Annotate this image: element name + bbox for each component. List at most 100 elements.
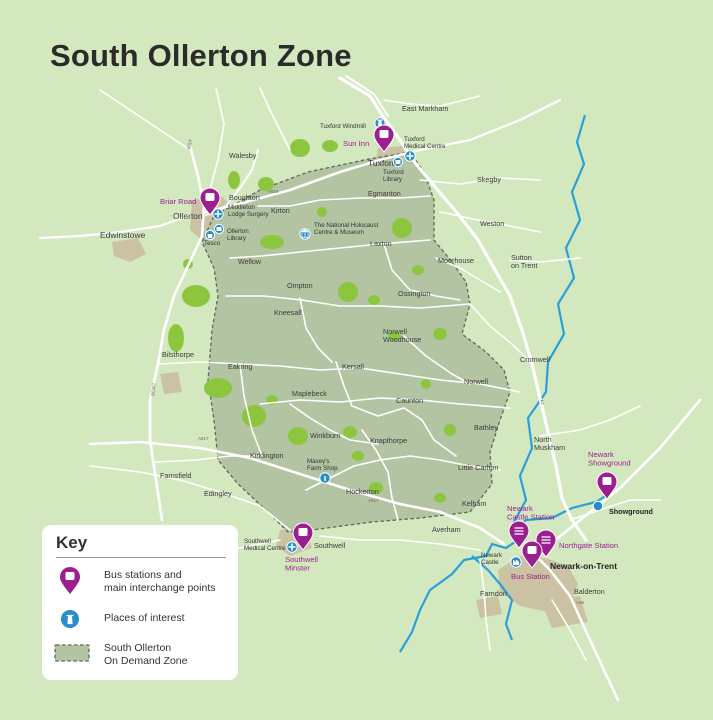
road-weston [439,211,541,233]
road-north-mid [259,87,291,151]
road-farnsfield [89,465,291,531]
town-edwinstowe [112,238,146,262]
place-label: Farndon [480,589,507,598]
place-label: Cromwell [520,355,550,364]
place-label: Laxton [370,239,392,248]
place-label: Eakring [228,362,252,371]
place-label: East Markham [402,104,448,113]
medical-cross-icon [406,152,414,160]
place-label: Walesby [229,151,257,160]
key-title: Key [56,533,88,552]
place-label: Ollerton [173,211,203,221]
bus-icon [379,130,389,138]
place-label: Newark-on-Trent [550,561,617,571]
place-label: Moorhouse [438,256,474,265]
place-label: Egmanton [368,189,401,198]
place-label: Weston [480,219,504,228]
stop-sun-inn[interactable]: Sun Inn [343,124,395,153]
place-label: Maplebeck [292,389,327,398]
road-sutton [509,257,581,263]
place-label: Knapthorpe [370,436,407,445]
bus-icon [602,477,612,485]
road-winkburn [289,403,379,445]
road-a1 [338,76,588,542]
road-label: B6387 [150,382,157,396]
stop-label: Sun Inn [343,139,369,148]
zone-swatch-icon [54,644,90,662]
place-label: Southwell [314,541,346,550]
place-label: Caunton [396,396,423,405]
road-farndon [479,559,491,651]
woodland-areas [168,139,456,503]
poi-tesco[interactable]: Tesco [204,229,221,247]
place-label: Edwinstowe [100,230,146,240]
road-laxton [229,239,431,259]
rail-icon [541,536,551,544]
rail-icon [514,527,524,535]
road-label: A617 [368,498,379,503]
bus-icon [205,193,215,201]
tower-icon [61,610,79,628]
book-icon [395,160,401,164]
road-moorhouse [435,257,501,293]
road-north-muskham [539,405,641,437]
road-label: A616 [268,189,279,194]
road-maplebeck [239,363,263,457]
place-label: Bathley [474,423,498,432]
town-newark [498,556,578,612]
shopping-bag-icon [207,234,213,238]
place-label: Kirton [271,206,290,215]
road-label: A614 [186,138,193,150]
place-label: Balderton [574,587,605,596]
place-label: Edingley [204,489,232,498]
road-eakring [157,361,521,393]
river-devon [471,555,514,641]
road-norwell [403,335,471,385]
place-label: Ossington [398,289,430,298]
road-showground [569,499,661,521]
road-balderton [551,599,587,661]
bus-icon [298,528,308,536]
stop-briar-road[interactable]: Briar Road [160,187,221,216]
place-labels: East Markham Walesby Tuxford Skegby Egma… [100,104,653,598]
place-label: Showground [609,507,653,516]
medical-cross-icon [288,543,296,551]
place-label: Kelham [462,499,486,508]
road-network [38,75,702,702]
road-kirklington [155,455,263,463]
road-kersall [335,361,457,457]
stop-newark-bus-station[interactable]: Bus Station [511,540,550,581]
place-label: Kersall [342,362,364,371]
road-label: A46 [576,600,585,605]
place-label: Hockerton [346,487,379,496]
stop-label: Briar Road [160,197,196,206]
road-label: A1 [539,399,546,406]
road-laxton-ossington [383,243,461,301]
key-label-bus: Bus stations and main interchange points [104,569,216,594]
bus-icon [527,546,537,554]
road-north-west [99,89,191,151]
